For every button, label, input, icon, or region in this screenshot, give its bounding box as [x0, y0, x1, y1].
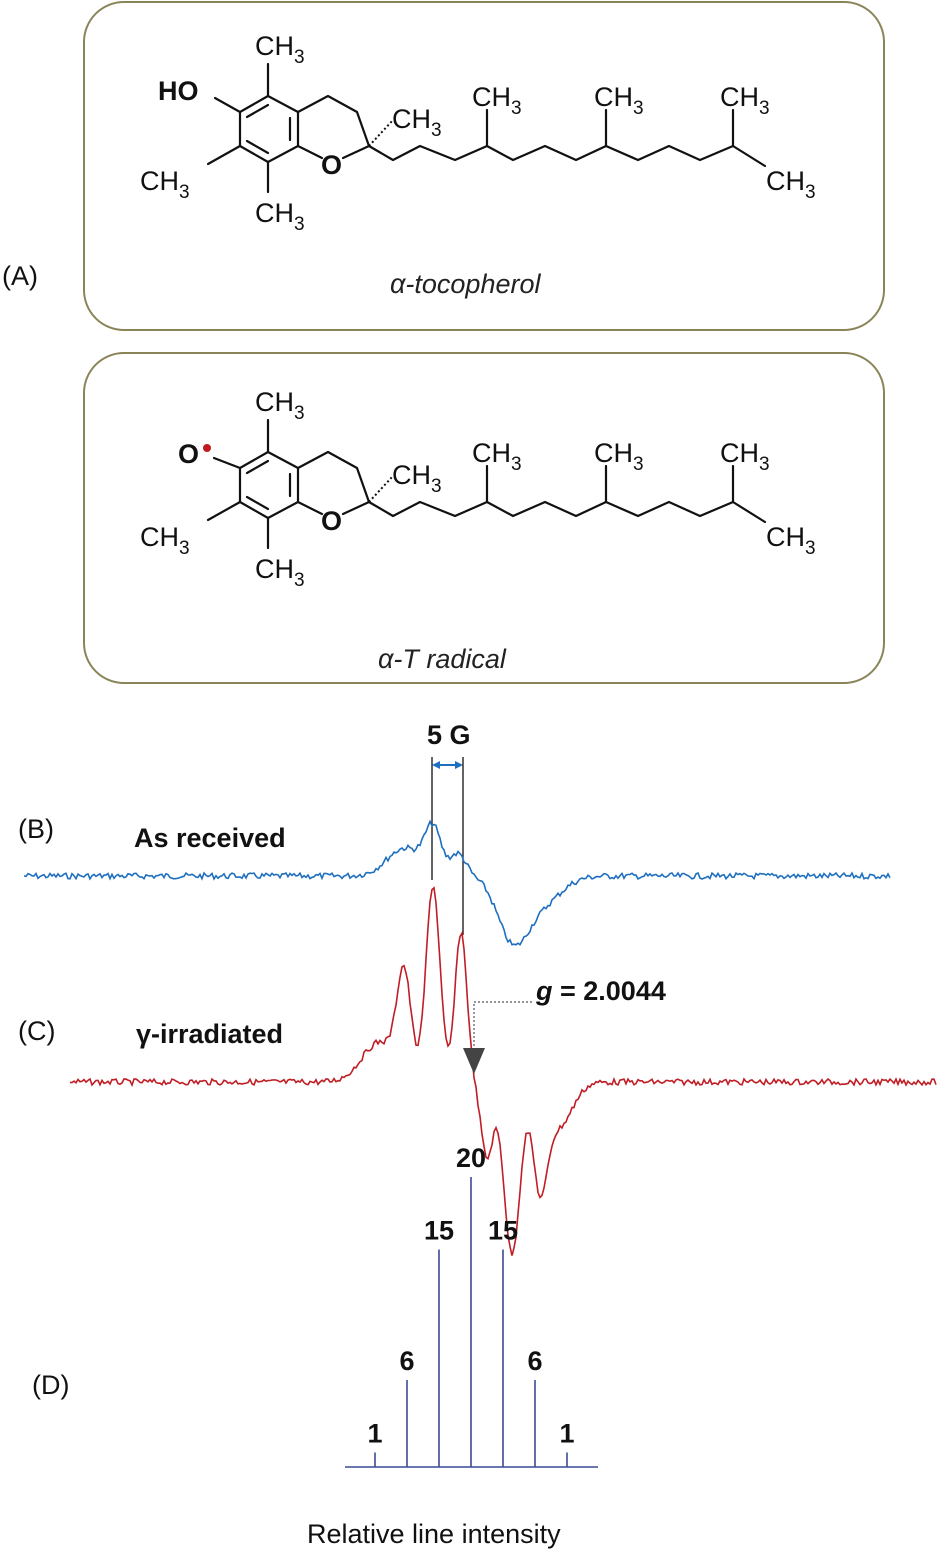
- structure-box-tocopherol: HO O α-tocopherol: [83, 1, 885, 331]
- panel-label-a: (A): [2, 261, 38, 291]
- intensity-label-4: 20: [456, 1143, 486, 1173]
- intensity-label-1: 1: [367, 1419, 382, 1449]
- panel-label-c: (C): [18, 1016, 55, 1046]
- scale-bar: [431, 757, 464, 935]
- line-intensity-chart: 1 6 15 20 15 6 1: [345, 1143, 598, 1468]
- panel-label-b: (B): [18, 814, 54, 844]
- radical-name: α-T radical: [378, 644, 507, 674]
- ring-oxygen-label: O: [321, 150, 342, 180]
- tocopherol-molecule: HO O: [140, 31, 816, 235]
- g-value-marker: [463, 1001, 532, 1074]
- radical-dot: [203, 444, 211, 452]
- structure-box-radical: O O α-T radical: [83, 352, 885, 684]
- as-received-spectrum: [23, 819, 891, 946]
- intensity-label-5: 15: [488, 1216, 518, 1246]
- as-received-label: As received: [134, 823, 286, 853]
- intensity-label-7: 1: [559, 1419, 574, 1449]
- intensity-label-6: 6: [527, 1346, 542, 1376]
- hydroxyl-label: HO: [158, 76, 199, 106]
- g-value-label: g = 2.0044: [535, 976, 666, 1006]
- radical-molecule: O O: [140, 387, 816, 591]
- irradiated-label: γ-irradiated: [136, 1019, 283, 1049]
- intensity-label-2: 6: [399, 1346, 414, 1376]
- x-axis-label: Relative line intensity: [307, 1519, 561, 1549]
- ring-oxygen-label: O: [321, 506, 342, 536]
- panel-label-d: (D): [32, 1370, 69, 1400]
- scale-bar-label: 5 G: [427, 720, 471, 750]
- radical-oxygen-label: O: [178, 439, 199, 469]
- tocopherol-name: α-tocopherol: [390, 269, 541, 299]
- intensity-label-3: 15: [424, 1216, 454, 1246]
- irradiated-spectrum: [69, 886, 937, 1256]
